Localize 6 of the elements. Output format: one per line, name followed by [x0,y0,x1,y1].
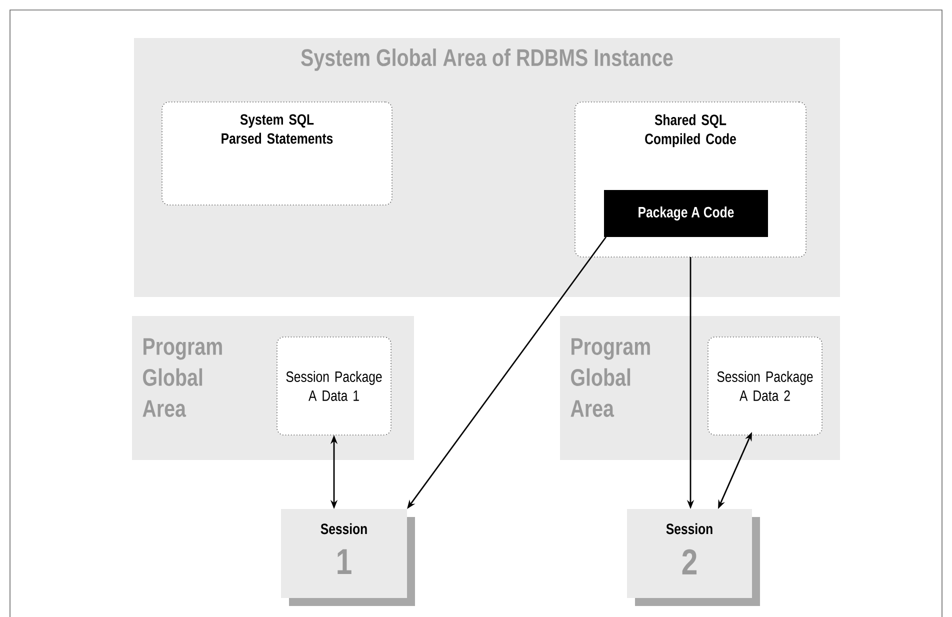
session-box: Session 1 [281,509,415,606]
code-box: Package A Code [604,190,768,237]
memory-box: System SQL Parsed Statements [162,102,392,206]
memory-box: Session Package A Data 2 [708,336,822,436]
session-box: Session 2 [627,509,760,606]
memory-box: Session Package A Data 1 [276,336,392,436]
